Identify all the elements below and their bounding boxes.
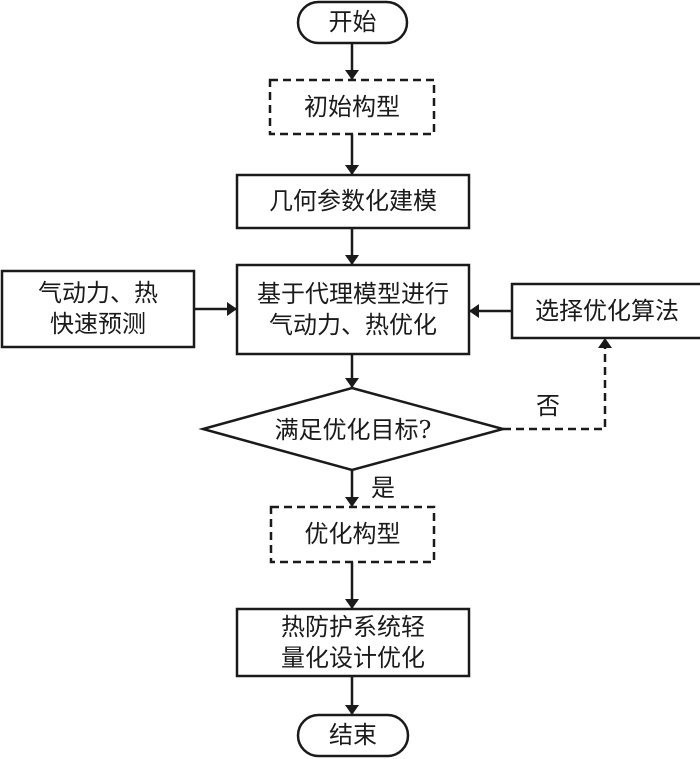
fast-predict-label: 气动力、热 快速预测 <box>2 271 194 347</box>
end-terminal <box>296 713 410 758</box>
surrogate-opt-line1: 基于代理模型进行 <box>257 279 449 308</box>
tps-opt-line1: 热防护系统轻 <box>281 612 425 641</box>
fast-predict-line2: 快速预测 <box>50 310 146 338</box>
initial-config-label: 初始构型 <box>304 92 400 121</box>
tps-opt-line2: 量化设计优化 <box>281 643 425 672</box>
select-algorithm-label: 选择优化算法 <box>535 296 679 325</box>
surrogate-opt-line2: 气动力、热优化 <box>269 310 437 339</box>
decision-label: 满足优化目标? <box>274 415 432 444</box>
start-label: 开始 <box>328 8 377 36</box>
surrogate-opt-label: 基于代理模型进行 气动力、热优化 <box>237 265 469 354</box>
edge-decision-no-to-algorithm <box>503 338 612 431</box>
end-label: 结束 <box>329 721 377 749</box>
edge-label-yes: 是 <box>371 474 395 502</box>
param-modeling-label: 几何参数化建模 <box>269 187 437 215</box>
tps-opt-label: 热防护系统轻 量化设计优化 <box>237 609 469 676</box>
edge-label-no: 否 <box>536 392 560 420</box>
optimized-config-label: 优化构型 <box>304 520 401 548</box>
fast-predict-line1: 气动力、热 <box>38 279 158 307</box>
